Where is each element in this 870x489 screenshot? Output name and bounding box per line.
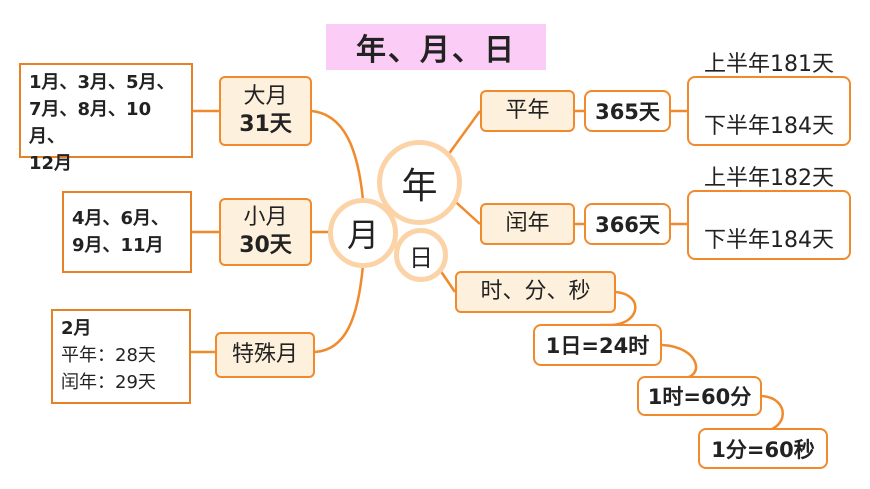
connector-month-big bbox=[311, 109, 365, 201]
big-month-list-line: 12月 bbox=[29, 153, 73, 174]
day-units-box: 时、分、秒 bbox=[455, 271, 616, 313]
big-month-label: 大月 bbox=[243, 84, 288, 109]
common-year-days-text: 365天 bbox=[595, 100, 660, 124]
small-month-box: 小月 30天 bbox=[219, 198, 312, 266]
small-month-label: 小月 bbox=[243, 205, 288, 230]
connector-year-common bbox=[446, 110, 482, 156]
step-minute-seconds: 1分=60秒 bbox=[698, 428, 828, 469]
year-circle: 年 bbox=[377, 140, 462, 225]
common-year-second-half: 下半年184天 bbox=[704, 114, 834, 139]
small-month-list: 4月、6月、 9月、11月 bbox=[62, 191, 192, 273]
leap-year-label: 闰年 bbox=[505, 211, 550, 236]
special-month-list: 2月 平年：28天 闰年：29天 bbox=[51, 309, 191, 404]
big-month-list: 1月、3月、5月、 7月、8月、10月、 12月 bbox=[19, 63, 193, 174]
day-units-label: 时、分、秒 bbox=[480, 279, 591, 304]
connector-day-units bbox=[438, 269, 457, 293]
small-month-list-line: 4月、6月、 bbox=[72, 208, 170, 229]
special-month-label: 特殊月 bbox=[231, 342, 298, 367]
big-month-box: 大月 31天 bbox=[219, 76, 312, 146]
special-month-line: 2月 bbox=[61, 318, 92, 339]
big-month-list-line: 1月、3月、5月、 bbox=[29, 72, 175, 93]
step-day-hours: 1日=24时 bbox=[533, 324, 662, 366]
small-month-list-line: 9月、11月 bbox=[72, 235, 164, 256]
day-circle-label: 日 bbox=[409, 243, 433, 272]
leap-year-days-text: 366天 bbox=[595, 213, 660, 237]
common-year-label: 平年 bbox=[505, 98, 550, 123]
month-circle-label: 月 bbox=[346, 216, 379, 254]
year-circle-label: 年 bbox=[401, 165, 438, 207]
big-month-days: 31天 bbox=[239, 112, 292, 137]
leap-year-days: 366天 bbox=[584, 203, 671, 245]
small-month-days: 30天 bbox=[239, 233, 292, 258]
common-year-first-half: 上半年181天 bbox=[704, 52, 834, 77]
connector-month-special bbox=[314, 264, 365, 354]
page-title: 年、月、日 bbox=[326, 24, 546, 70]
special-month-box: 特殊月 bbox=[215, 332, 315, 378]
special-month-line: 平年：28天 bbox=[61, 345, 156, 366]
leap-year-first-half: 上半年182天 bbox=[704, 166, 834, 191]
step-hour-minutes-text: 1时=60分 bbox=[647, 385, 752, 409]
month-circle: 月 bbox=[328, 198, 398, 268]
leap-year-halves bbox=[687, 190, 851, 260]
leap-year-box: 闰年 bbox=[480, 203, 575, 245]
step-minute-seconds-text: 1分=60秒 bbox=[711, 437, 815, 462]
common-year-box: 平年 bbox=[480, 90, 575, 132]
big-month-list-line: 7月、8月、10月、 bbox=[29, 99, 152, 147]
connector-step-2 bbox=[661, 343, 698, 380]
leap-year-second-half: 下半年184天 bbox=[704, 228, 834, 253]
special-month-line: 闰年：29天 bbox=[61, 372, 156, 393]
common-year-halves bbox=[687, 76, 851, 146]
day-circle: 日 bbox=[394, 228, 448, 282]
step-day-hours-text: 1日=24时 bbox=[545, 334, 650, 358]
common-year-days: 365天 bbox=[584, 90, 671, 132]
step-hour-minutes: 1时=60分 bbox=[637, 376, 762, 416]
connector-step-3 bbox=[759, 394, 784, 434]
